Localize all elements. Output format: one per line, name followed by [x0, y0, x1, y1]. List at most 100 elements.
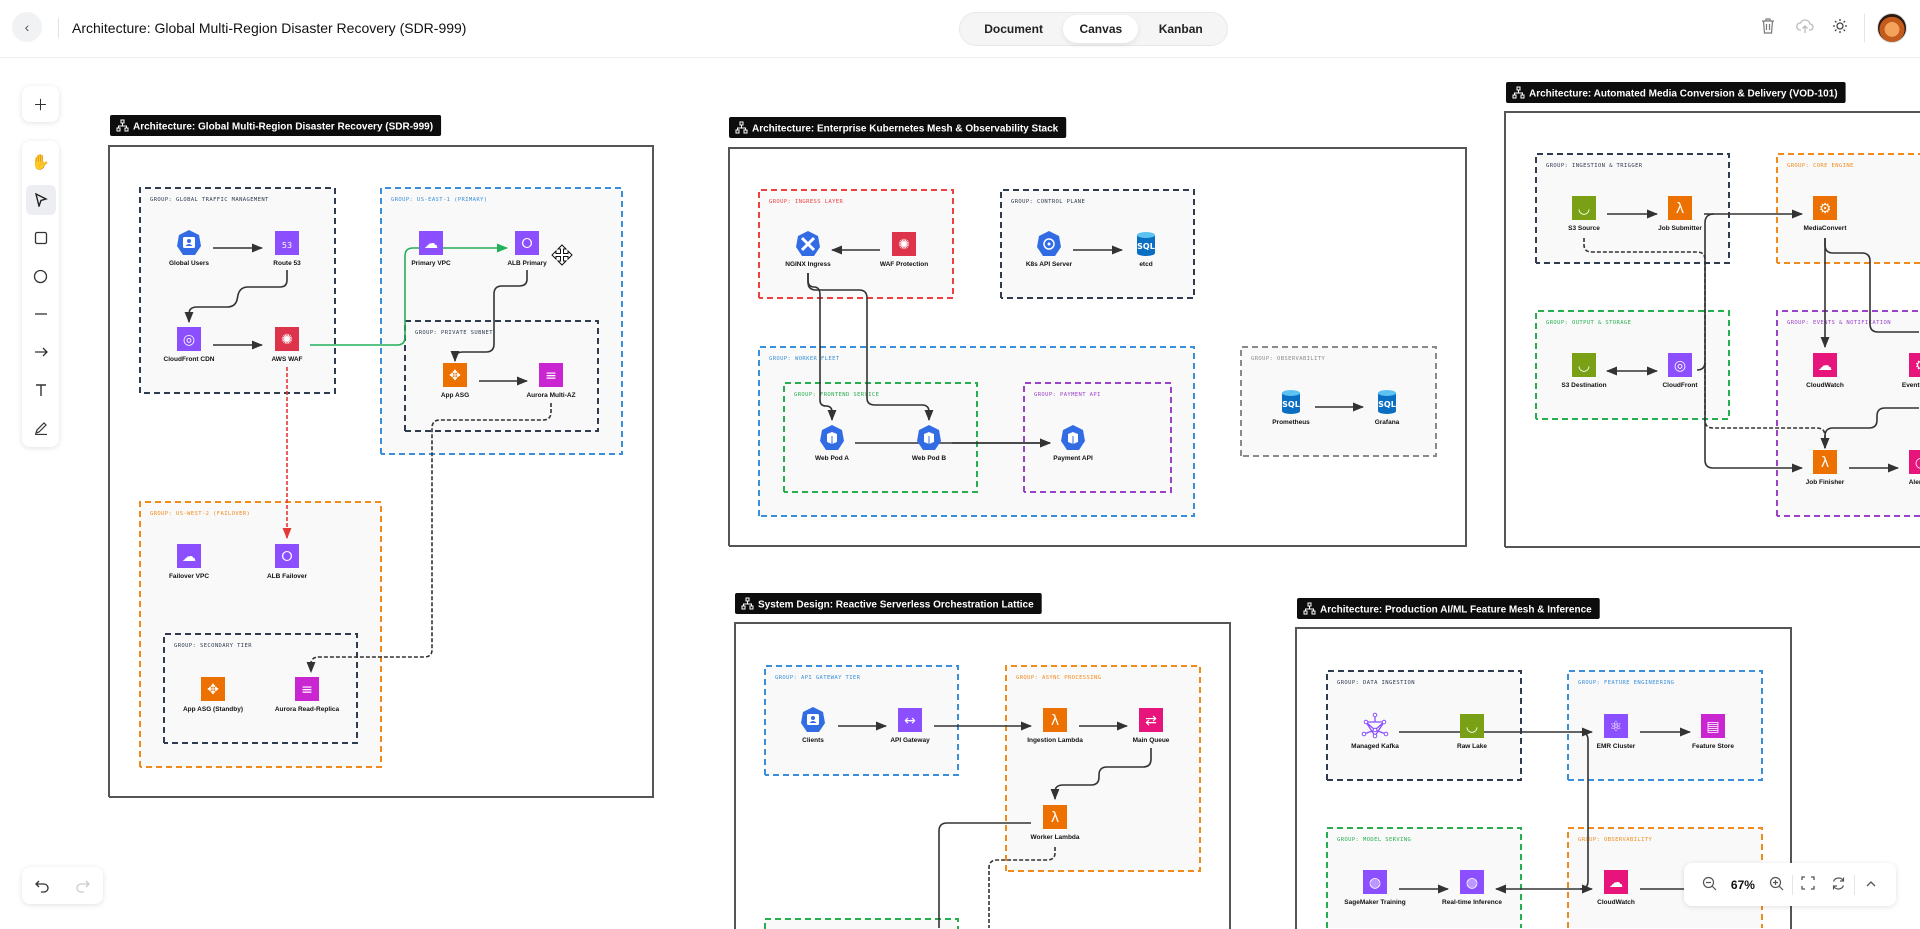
connector-edge[interactable] [1824, 238, 1919, 333]
node[interactable]: K8s API Server [1026, 231, 1073, 268]
connector-edge[interactable] [310, 243, 509, 346]
collapse-button[interactable] [1855, 877, 1886, 893]
redo-icon[interactable] [76, 879, 90, 893]
node[interactable]: ✥App ASG [441, 363, 469, 399]
node[interactable]: ⚙EventBridge [1902, 353, 1920, 389]
connector-edge[interactable] [807, 273, 837, 422]
group-container[interactable]: GROUP: DATA INGESTION [1326, 670, 1522, 781]
reset-view-button[interactable] [1824, 876, 1855, 894]
node[interactable]: Global Users [169, 230, 209, 267]
node[interactable]: ☁Failover VPC [169, 544, 209, 580]
rectangle-tool[interactable] [26, 223, 56, 253]
node[interactable]: ◍SageMaker Training [1344, 870, 1406, 906]
node[interactable]: ⭘ALB Primary [507, 231, 547, 267]
connector-edge[interactable] [1704, 362, 1804, 473]
connector-edge[interactable] [1579, 731, 1589, 890]
group-container[interactable]: GROUP: OUTPUT & STORAGE [1535, 310, 1730, 420]
back-button[interactable]: ‹ [12, 12, 42, 42]
group-container[interactable]: GROUP: INGRESS LAYER [758, 189, 954, 299]
arrow-tool[interactable] [26, 337, 56, 367]
diagram-title-badge[interactable]: Architecture: Automated Media Conversion… [1506, 82, 1846, 103]
node[interactable]: ⇄Main Queue [1133, 708, 1170, 744]
undo-icon[interactable] [35, 879, 49, 893]
text-tool[interactable] [26, 375, 56, 405]
node[interactable]: ◎CloudFront CDN [164, 327, 215, 363]
node[interactable]: ☁CloudWatch [1597, 870, 1635, 906]
diagram-title-badge[interactable]: System Design: Reactive Serverless Orche… [735, 593, 1042, 614]
group-container[interactable]: GROUP: FRONTEND SERVICE [783, 382, 978, 493]
group-container[interactable]: GROUP: FEATURE ENGINEERING [1567, 670, 1763, 781]
group-container[interactable]: GROUP: EVENTS & NOTIFICATION [1776, 310, 1920, 517]
zoom-in-button[interactable] [1761, 876, 1792, 894]
diagram[interactable]: Architecture: Enterprise Kubernetes Mesh… [728, 117, 1467, 547]
node[interactable]: Managed Kafka [1351, 712, 1399, 750]
node[interactable]: ✥App ASG (Standby) [183, 677, 243, 713]
node[interactable]: Clients [801, 707, 825, 744]
group-container[interactable]: GROUP: MODEL SERVING [1326, 827, 1522, 928]
tab-document[interactable]: Document [984, 22, 1043, 36]
node[interactable]: ⚛EMR Cluster [1597, 714, 1636, 750]
pen-tool[interactable] [26, 413, 56, 443]
line-tool[interactable] [26, 299, 56, 329]
tab-kanban[interactable]: Kanban [1158, 22, 1203, 36]
zoom-out-button[interactable] [1694, 876, 1725, 894]
node[interactable]: NGINX Ingress [785, 231, 831, 268]
sun-icon[interactable] [1830, 18, 1850, 38]
node[interactable]: ↔API Gateway [890, 708, 930, 744]
hand-tool[interactable]: ✋ [26, 147, 56, 177]
select-tool[interactable] [25, 185, 56, 215]
diagram-title-badge[interactable]: Architecture: Enterprise Kubernetes Mesh… [729, 117, 1067, 138]
connector-edge[interactable] [988, 847, 1056, 928]
group-container[interactable]: GROUP: PAYMENT API [1023, 382, 1172, 493]
connector-edge[interactable] [1050, 748, 1152, 801]
group-container[interactable]: GROUP: OBSERVABILITY [1240, 346, 1437, 457]
node[interactable]: Payment API [1053, 425, 1093, 462]
node[interactable]: ≡Aurora Read-Replica [275, 677, 340, 713]
node[interactable]: ◍Real-time Inference [1442, 870, 1502, 906]
node[interactable]: ◔Alerting [1909, 450, 1920, 486]
diagram-title-badge[interactable]: Architecture: Production AI/ML Feature M… [1297, 598, 1600, 619]
node[interactable]: ☁CloudWatch [1806, 353, 1844, 389]
group-container[interactable]: GROUP: CONTROL PLANE [1000, 189, 1195, 299]
diagram[interactable]: System Design: Reactive Serverless Orche… [734, 593, 1231, 929]
node[interactable]: ◎CloudFront [1662, 353, 1698, 389]
group-container[interactable]: GROUP: PRIVATE SUBNET [404, 320, 599, 432]
add-button[interactable]: ＋ [26, 89, 56, 119]
node[interactable]: ◡S3 Source [1568, 196, 1600, 232]
group-container[interactable]: GROUP: CORE ENGINE [1776, 153, 1920, 264]
node[interactable]: ◡Raw Lake [1457, 714, 1487, 750]
trash-icon[interactable] [1758, 18, 1778, 38]
cloud-upload-icon[interactable] [1795, 18, 1815, 38]
group-container[interactable] [764, 918, 959, 929]
connector-edge[interactable] [450, 270, 528, 363]
connector-edge[interactable] [306, 403, 552, 674]
node[interactable]: ▤Feature Store [1692, 714, 1734, 750]
group-container[interactable]: GROUP: INGESTION & TRIGGER [1535, 153, 1730, 264]
group-container[interactable]: GROUP: GLOBAL TRAFFIC MANAGEMENT [139, 187, 336, 394]
connector-edge[interactable] [184, 270, 288, 324]
connector-edge[interactable] [1820, 407, 1919, 450]
group-container[interactable]: GROUP: API GATEWAY TIER [764, 665, 959, 776]
node[interactable]: Web Pod B [912, 425, 946, 462]
node[interactable]: ⭘ALB Failover [267, 544, 308, 580]
diagram-title-badge[interactable]: Architecture: Global Multi-Region Disast… [110, 115, 442, 136]
zoom-level[interactable]: 67% [1730, 877, 1755, 892]
connector-edge[interactable] [1583, 238, 1830, 450]
diagram[interactable]: Architecture: Automated Media Conversion… [1504, 82, 1920, 548]
ellipse-tool[interactable] [26, 261, 56, 291]
connector-edge[interactable] [807, 273, 934, 422]
node[interactable]: ≡Aurora Multi-AZ [526, 363, 576, 399]
tab-canvas[interactable]: Canvas [1063, 15, 1139, 43]
avatar[interactable] [1877, 13, 1907, 43]
diagram[interactable]: Architecture: Global Multi-Region Disast… [108, 115, 654, 798]
node[interactable]: Web Pod A [815, 425, 849, 462]
fit-screen-button[interactable] [1793, 876, 1824, 893]
